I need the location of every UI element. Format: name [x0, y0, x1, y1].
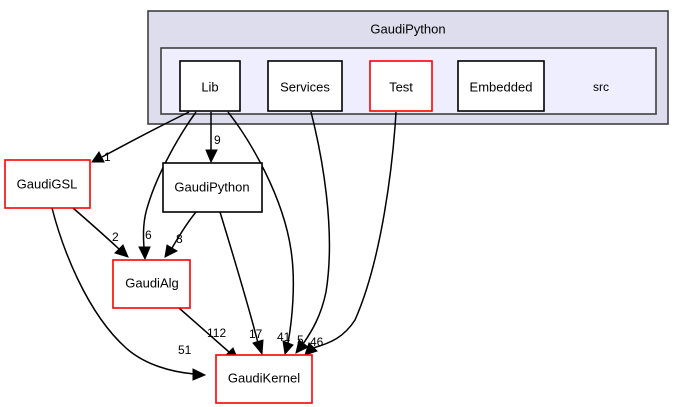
- node-gaudikernel-label: GaudiKernel: [228, 370, 300, 385]
- node-gaudipython[interactable]: GaudiPython: [162, 162, 263, 213]
- node-gaudikernel[interactable]: GaudiKernel: [215, 354, 313, 404]
- edge-label-6: 6: [145, 228, 152, 242]
- node-lib[interactable]: Lib: [179, 60, 241, 112]
- node-test[interactable]: Test: [369, 60, 433, 112]
- node-gaudigsl[interactable]: GaudiGSL: [4, 159, 91, 209]
- arrowhead-icon: [205, 149, 218, 164]
- edge-lib-to-gaudikernel: 41: [227, 111, 295, 356]
- node-embedded[interactable]: Embedded: [457, 60, 545, 112]
- node-gaudialg[interactable]: GaudiAlg: [112, 259, 191, 309]
- node-gaudikernel-rect[interactable]: [215, 354, 313, 404]
- edge-path: [101, 111, 190, 158]
- edge-label-112: 112: [207, 326, 226, 340]
- edge-lib-to-gaudialg: 6: [138, 111, 197, 261]
- src-label: src: [593, 80, 609, 94]
- edge-label-41: 41: [277, 330, 291, 344]
- arrowhead-icon: [304, 342, 318, 356]
- edge-label-1: 1: [104, 150, 111, 164]
- edge-path: [302, 111, 331, 345]
- arrowhead-icon: [252, 339, 264, 356]
- node-services-rect[interactable]: [267, 60, 343, 112]
- edge-label-51: 51: [178, 343, 192, 357]
- node-gaudigsl-label: GaudiGSL: [17, 176, 78, 191]
- edge-gaudigsl-to-gaudialg: 2: [72, 207, 129, 258]
- node-gaudialg-label: GaudiAlg: [125, 275, 178, 290]
- arrowhead-icon: [164, 244, 179, 258]
- node-embedded-rect[interactable]: [457, 60, 545, 112]
- node-embedded-label: Embedded: [470, 79, 533, 94]
- edge-test-to-gaudikernel: 46: [304, 111, 397, 356]
- node-lib-label: Lib: [201, 79, 218, 94]
- edge-path: [142, 111, 197, 249]
- node-gaudialg-rect[interactable]: [112, 259, 191, 309]
- node-test-label: Test: [389, 79, 413, 94]
- edge-lib-to-gaudigsl: 1: [91, 111, 190, 164]
- edge-label-17: 17: [249, 327, 263, 341]
- edge-path: [312, 111, 397, 349]
- edge-label-2: 2: [112, 230, 119, 244]
- arrowhead-icon: [114, 244, 129, 258]
- node-services-label: Services: [280, 79, 330, 94]
- edge-label-9: 9: [214, 133, 221, 147]
- edge-path: [51, 207, 195, 375]
- cluster-title: GaudiPython: [370, 21, 445, 36]
- node-test-rect[interactable]: [369, 60, 433, 112]
- edge-path: [72, 207, 120, 250]
- arrowhead-icon: [295, 339, 309, 354]
- arrowhead-icon: [138, 246, 151, 261]
- edge-label-5: 5: [297, 333, 304, 347]
- node-services[interactable]: Services: [267, 60, 343, 112]
- edge-gaudigsl-to-gaudikernel: 51: [51, 207, 207, 381]
- edge-gaudipython-to-gaudialg: 8: [164, 211, 197, 258]
- edge-path: [219, 211, 259, 344]
- node-gaudigsl-rect[interactable]: [4, 159, 91, 209]
- edge-path: [178, 307, 230, 353]
- node-lib-rect[interactable]: [179, 60, 241, 112]
- edge-label-8: 8: [176, 232, 183, 246]
- node-gaudipython-label: GaudiPython: [174, 179, 249, 194]
- edge-path: [227, 111, 295, 344]
- edge-lib-to-gaudipython: 9: [205, 112, 221, 164]
- arrowhead-icon: [192, 368, 207, 381]
- arrowhead-icon: [282, 340, 294, 356]
- edge-label-46: 46: [310, 335, 324, 349]
- edge-gaudipython-to-gaudikernel: 17: [219, 211, 264, 356]
- arrowhead-icon: [91, 151, 105, 163]
- node-gaudipython-rect[interactable]: [162, 162, 263, 213]
- edge-path: [171, 211, 197, 249]
- edge-services-to-gaudikernel: 5: [295, 111, 331, 354]
